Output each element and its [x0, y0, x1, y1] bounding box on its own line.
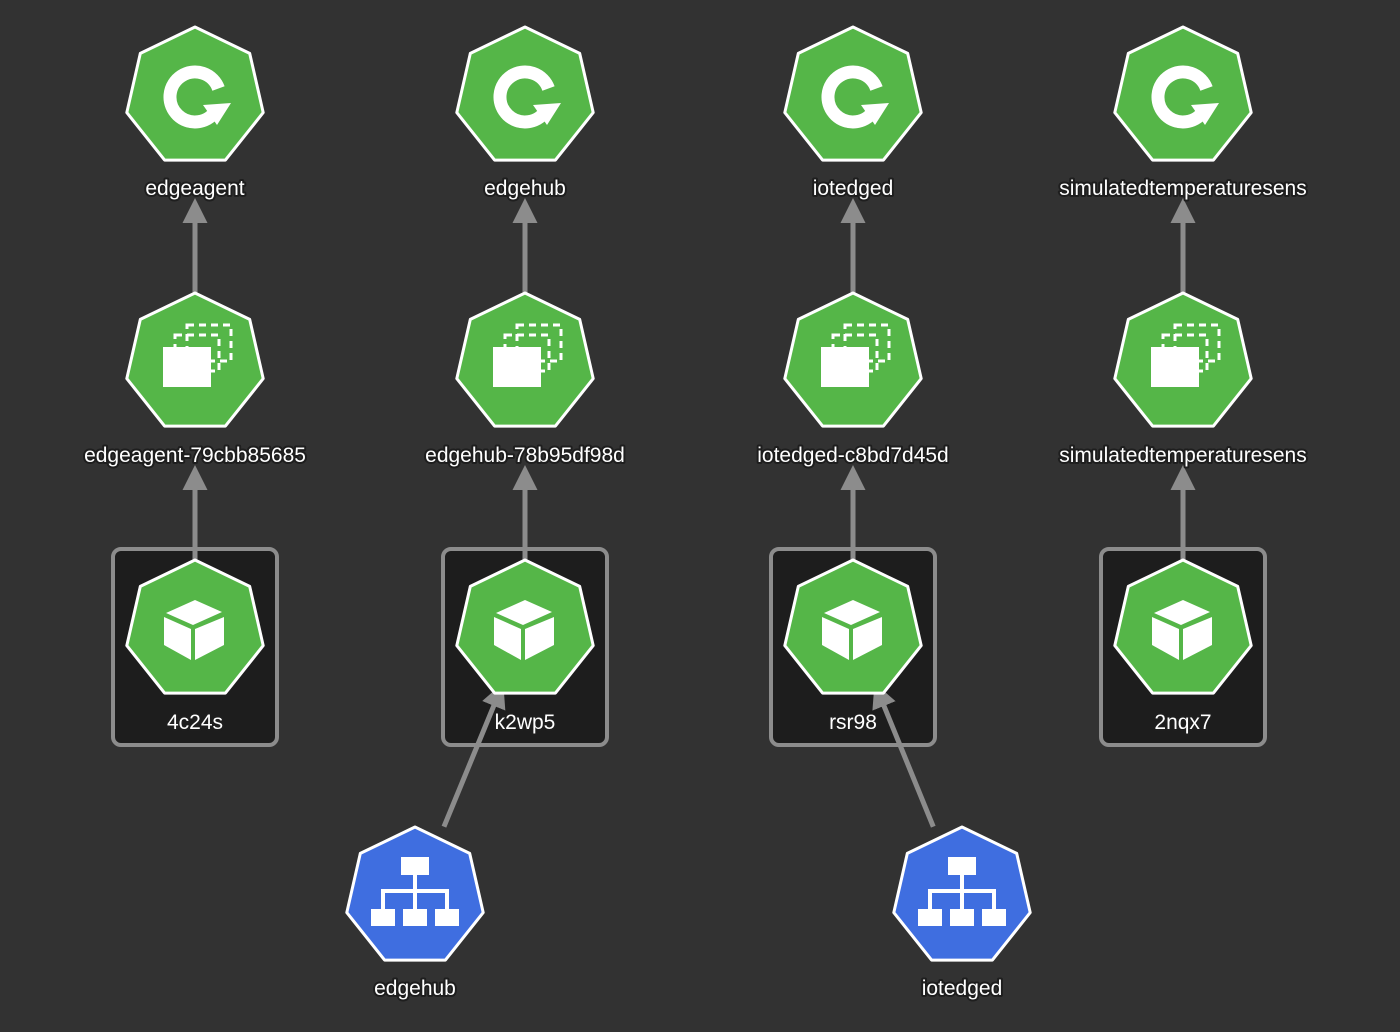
- deployment-node-label: iotedged: [813, 177, 894, 200]
- pod-node[interactable]: [783, 558, 923, 695]
- deployment-node-label: simulatedtemperaturesens: [1059, 177, 1306, 200]
- refresh-icon: [821, 65, 889, 129]
- service-node-label: iotedged: [922, 977, 1003, 1000]
- cube-icon: [494, 600, 554, 660]
- stacked-folders-icon: [493, 323, 563, 387]
- refresh-icon: [1151, 65, 1219, 129]
- replicaset-node[interactable]: [455, 291, 595, 428]
- replicaset-node-label: edgeagent-79cbb85685: [84, 444, 306, 467]
- stacked-folders-icon: [163, 323, 233, 387]
- edge-service-to-pod: [872, 682, 936, 828]
- service-node-label: edgehub: [374, 977, 456, 1000]
- pod-node-label: rsr98: [829, 711, 877, 734]
- pod-node-label: 4c24s: [167, 711, 223, 734]
- pod-node[interactable]: [455, 558, 595, 695]
- cube-icon: [164, 600, 224, 660]
- refresh-icon: [163, 65, 231, 129]
- deployment-node[interactable]: [783, 25, 923, 162]
- deployment-node[interactable]: [125, 25, 265, 162]
- pod-node[interactable]: [1113, 558, 1253, 695]
- pod-node-label: k2wp5: [495, 711, 556, 734]
- replicaset-node[interactable]: [1113, 291, 1253, 428]
- replicaset-node[interactable]: [125, 291, 265, 428]
- cube-icon: [822, 600, 882, 660]
- stacked-folders-icon: [821, 323, 891, 387]
- deployment-node-label: edgehub: [484, 177, 566, 200]
- refresh-icon: [493, 65, 561, 129]
- replicaset-node-label: simulatedtemperaturesens: [1059, 444, 1306, 467]
- replicaset-node-label: edgehub-78b95df98d: [425, 444, 625, 467]
- cube-icon: [1152, 600, 1212, 660]
- network-hierarchy-icon: [918, 857, 1006, 926]
- deployment-node-label: edgeagent: [145, 177, 244, 200]
- pod-node[interactable]: [125, 558, 265, 695]
- pod-node-label: 2nqx7: [1154, 711, 1211, 734]
- edge-service-to-pod: [441, 682, 506, 828]
- deployment-node[interactable]: [1113, 25, 1253, 162]
- replicaset-node[interactable]: [783, 291, 923, 428]
- replicaset-node-label: iotedged-c8bd7d45d: [757, 444, 949, 467]
- network-hierarchy-icon: [371, 857, 459, 926]
- service-node[interactable]: [345, 825, 485, 962]
- service-node[interactable]: [892, 825, 1032, 962]
- deployment-node[interactable]: [455, 25, 595, 162]
- stacked-folders-icon: [1151, 323, 1221, 387]
